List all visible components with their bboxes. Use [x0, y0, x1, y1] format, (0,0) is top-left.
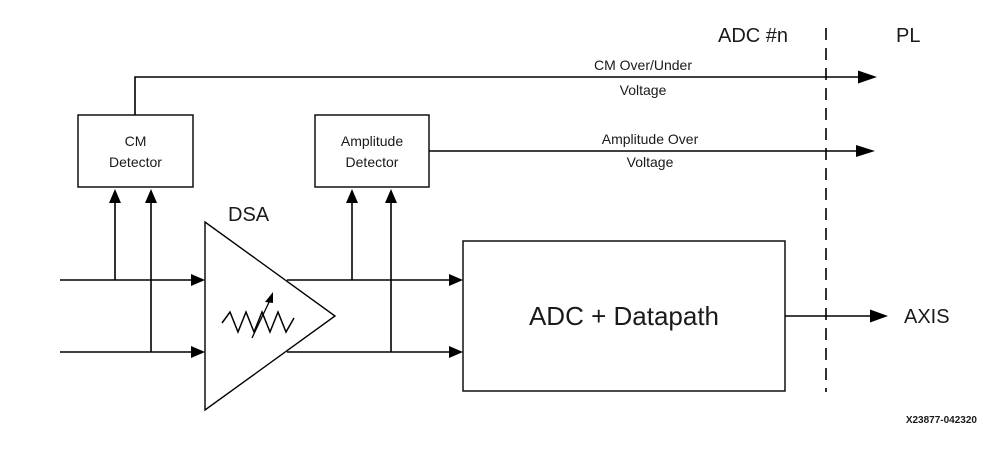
axis-label: AXIS [904, 306, 950, 328]
cm-detector-label-line1: CM [125, 133, 147, 149]
amplitude-detector-label-line1: Amplitude [341, 133, 403, 149]
adc-datapath-label: ADC + Datapath [529, 301, 719, 331]
cm-detector-block: CM Detector [77, 114, 194, 188]
pl-header-label: PL [896, 25, 920, 47]
cm-detector-tap-top [109, 189, 121, 280]
cm-detector-tap-bottom [145, 189, 157, 352]
cm-over-under-signal: CM Over/Under Voltage [134, 57, 877, 115]
dsa-output-wire-bottom [287, 346, 463, 358]
amplitude-over-label-line2: Voltage [627, 154, 674, 170]
amplitude-over-signal: Amplitude Over Voltage [429, 131, 875, 170]
amplitude-detector-tap-top [346, 189, 358, 280]
variable-resistor-symbol [221, 309, 295, 335]
dsa-output-wire-top [287, 274, 463, 286]
cm-over-under-label-line1: CM Over/Under [594, 57, 692, 73]
axis-output-signal: AXIS [785, 306, 950, 328]
input-wire-bottom [60, 346, 205, 358]
amplitude-detector-label-line2: Detector [346, 154, 399, 170]
amplitude-over-label-line1: Amplitude Over [602, 131, 699, 147]
adc-header-label: ADC #n [718, 25, 788, 47]
input-wire-top [60, 274, 205, 286]
figure-id: X23877-042320 [906, 415, 978, 426]
dsa-label: DSA [228, 204, 270, 226]
amplitude-detector-block: Amplitude Detector [314, 114, 430, 188]
dsa-amplifier [204, 220, 337, 412]
cm-over-under-label-line2: Voltage [620, 82, 667, 98]
cm-detector-label-line2: Detector [109, 154, 162, 170]
amplitude-detector-tap-bottom [385, 189, 397, 352]
adc-datapath-block: ADC + Datapath [462, 240, 786, 392]
